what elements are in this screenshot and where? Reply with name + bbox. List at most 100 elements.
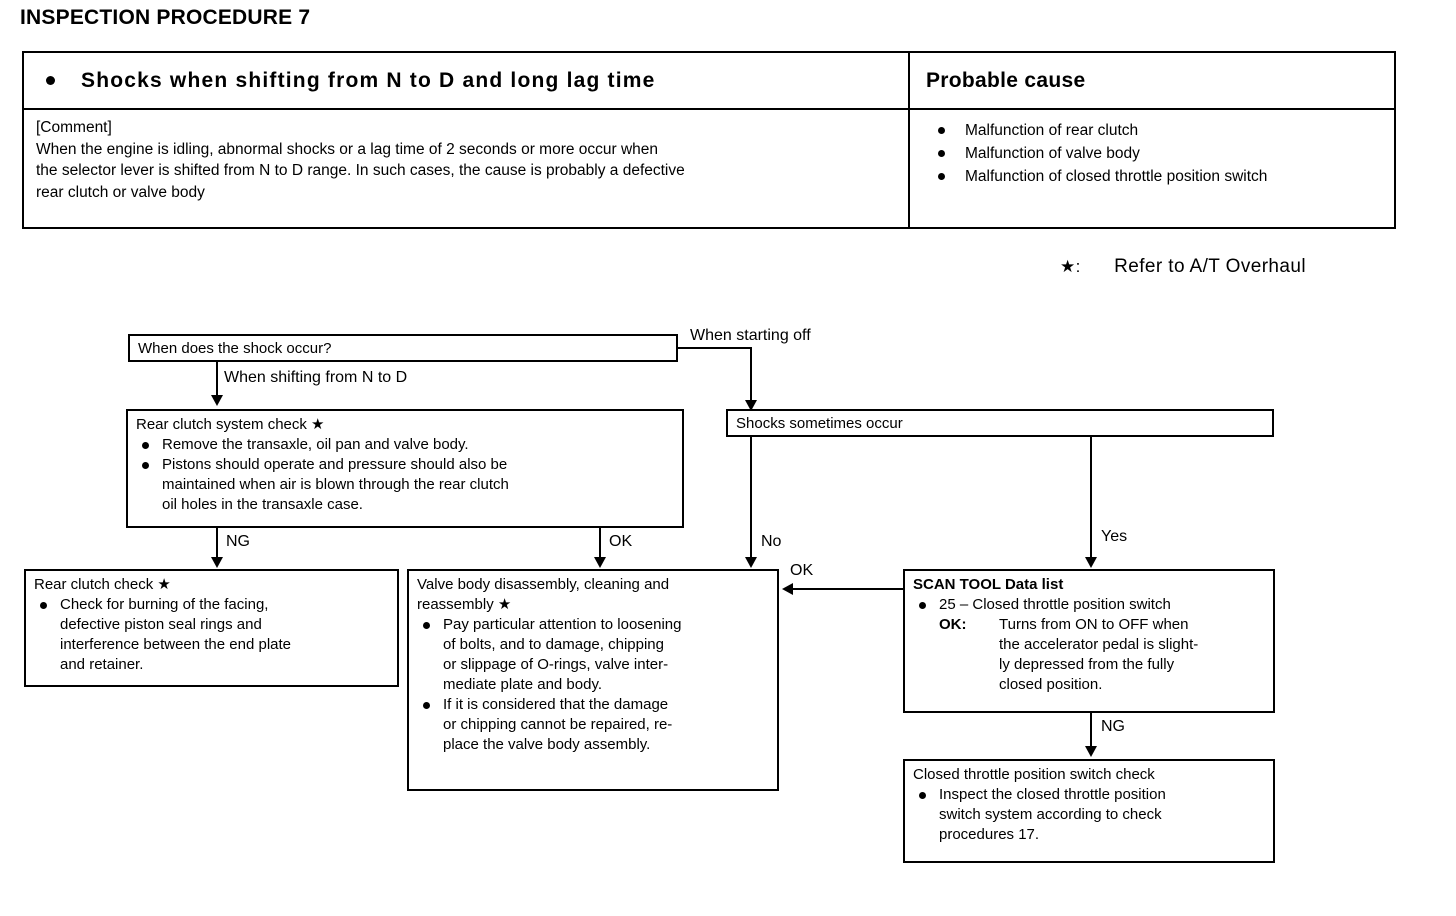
flow-item-line: Pay particular attention to loosening xyxy=(443,616,682,633)
connector-label-ok: OK xyxy=(609,533,633,550)
flow-item-line: maintained when air is blown through the… xyxy=(162,476,509,493)
bullet-icon xyxy=(423,702,430,709)
scan-tool-ok-line: Turns from ON to OFF when xyxy=(999,616,1189,633)
flow-item-block: Check for burning of the facing, defecti… xyxy=(60,595,391,675)
flow-item-block: Pay particular attention to loosening of… xyxy=(443,615,771,695)
arrowhead-left-icon xyxy=(782,583,793,595)
flow-list-item: Pay particular attention to loosening of… xyxy=(417,615,771,695)
connector-label-no: No xyxy=(761,533,782,550)
probable-cause-header-text: Probable cause xyxy=(926,68,1086,92)
flow-item-line: defective piston seal rings and xyxy=(60,616,262,633)
shocks-sometimes-text: Shocks sometimes occur xyxy=(736,415,903,432)
bullet-icon xyxy=(142,442,149,449)
flow-item-line: Pistons should operate and pressure shou… xyxy=(162,456,508,473)
arrowhead-down-icon xyxy=(211,557,223,568)
flow-item-line: If it is considered that the damage xyxy=(443,696,669,713)
symptom-header-text: Shocks when shifting from N to D and lon… xyxy=(81,68,656,92)
scan-tool-ok-line: ly depressed from the fully xyxy=(999,656,1175,673)
comment-line-1: When the engine is idling, abnormal shoc… xyxy=(36,140,659,158)
scan-tool-item-text: 25 – Closed throttle position switch xyxy=(939,596,1171,613)
comment-label: [Comment] xyxy=(36,119,112,136)
connector-ok-scan-to-valve-body xyxy=(793,588,903,590)
flow-list-item: Inspect the closed throttle position swi… xyxy=(913,785,1267,845)
bullet-icon xyxy=(423,622,430,629)
arrowhead-down-icon xyxy=(211,395,223,406)
flow-list-item: Check for burning of the facing, defecti… xyxy=(34,595,391,675)
closed-throttle-title: Closed throttle position switch check xyxy=(913,766,1155,783)
flow-item-line: switch system according to check xyxy=(939,806,1162,823)
symptom-cause-table: Shocks when shifting from N to D and lon… xyxy=(22,51,1396,229)
table-row-divider xyxy=(24,108,1394,110)
bullet-icon xyxy=(919,792,926,799)
bullet-icon xyxy=(142,462,149,469)
flow-list-item: If it is considered that the damage or c… xyxy=(417,695,771,755)
flow-item-line: Inspect the closed throttle position xyxy=(939,786,1166,803)
cause-list-item: Malfunction of rear clutch xyxy=(910,119,1394,142)
flow-item-line: of bolts, and to damage, chipping xyxy=(443,636,664,653)
cause-text: Malfunction of closed throttle position … xyxy=(965,168,1268,185)
cause-text: Malfunction of rear clutch xyxy=(965,122,1139,139)
scan-tool-ok-label: OK: xyxy=(939,616,967,633)
legend-text: Refer to A/T Overhaul xyxy=(1114,256,1306,277)
arrowhead-down-icon xyxy=(745,400,757,411)
flow-list-item: Pistons should operate and pressure shou… xyxy=(136,455,676,515)
flow-item-block: If it is considered that the damage or c… xyxy=(443,695,771,755)
scan-tool-ok-line: closed position. xyxy=(999,676,1103,693)
comment-line-2: the selector lever is shifted from N to … xyxy=(36,162,685,179)
connector-label-yes: Yes xyxy=(1101,528,1128,545)
flow-list-item: 25 – Closed throttle position switch xyxy=(913,595,1267,615)
bullet-icon xyxy=(46,76,55,85)
connector-ok-valve-body xyxy=(599,528,601,560)
rear-clutch-check-title: Rear clutch check ★ xyxy=(34,576,171,593)
flow-box-valve-body: Valve body disassembly, cleaning and rea… xyxy=(407,569,779,791)
connector-yes xyxy=(1090,437,1092,561)
arrowhead-down-icon xyxy=(594,557,606,568)
connector-label-ng-bottom: NG xyxy=(1101,718,1125,735)
probable-cause-cell: Malfunction of rear clutch Malfunction o… xyxy=(910,110,1394,227)
flow-item-line: Check for burning of the facing, xyxy=(60,596,269,613)
connector-label-ok-right: OK xyxy=(790,562,814,579)
flow-box-shocks-sometimes-occur: Shocks sometimes occur xyxy=(726,409,1274,437)
flow-item-block: Pistons should operate and pressure shou… xyxy=(162,455,676,515)
connector-no xyxy=(750,437,752,561)
flow-box-closed-throttle-check: Closed throttle position switch check In… xyxy=(903,759,1275,863)
arrowhead-down-icon xyxy=(745,557,757,568)
bullet-icon xyxy=(938,127,945,134)
star-icon: ★: xyxy=(1060,257,1081,276)
bullet-icon xyxy=(938,150,945,157)
flow-box-rear-clutch-check: Rear clutch check ★ Check for burning of… xyxy=(24,569,399,687)
connector-ng-bottom xyxy=(1090,713,1092,749)
flow-item-line: interference between the end plate xyxy=(60,636,291,653)
connector-label-starting-off: When starting off xyxy=(690,327,811,344)
connector-start-right-down xyxy=(750,347,752,403)
connector-label-shifting: When shifting from N to D xyxy=(224,369,408,386)
flow-item-line: place the valve body assembly. xyxy=(443,736,651,753)
connector-start-right xyxy=(676,347,752,349)
cause-list-item: Malfunction of valve body xyxy=(910,142,1394,165)
bullet-icon xyxy=(938,173,945,180)
connector-start-to-rear-clutch xyxy=(216,362,218,398)
scan-tool-title: SCAN TOOL Data list xyxy=(913,576,1064,593)
flow-box-rear-clutch-system-check: Rear clutch system check ★ Remove the tr… xyxy=(126,409,684,528)
flow-item-line: and retainer. xyxy=(60,656,144,673)
flow-item-line: oil holes in the transaxle case. xyxy=(162,496,363,513)
flow-item-line: or slippage of O-rings, valve inter- xyxy=(443,656,669,673)
bullet-icon xyxy=(40,602,47,609)
comment-cell: [Comment] When the engine is idling, abn… xyxy=(24,110,908,227)
connector-ng-left xyxy=(216,528,218,560)
bullet-icon xyxy=(919,602,926,609)
rear-clutch-system-title: Rear clutch system check ★ xyxy=(136,416,325,433)
flow-item-line: or chipping cannot be repaired, re- xyxy=(443,716,673,733)
flow-list-item: Remove the transaxle, oil pan and valve … xyxy=(136,435,676,455)
comment-line-3: rear clutch or valve body xyxy=(36,183,205,201)
arrowhead-down-icon xyxy=(1085,557,1097,568)
page-title: INSPECTION PROCEDURE 7 xyxy=(20,6,311,29)
flow-box-scan-tool: SCAN TOOL Data list 25 – Closed throttle… xyxy=(903,569,1275,713)
scan-tool-ok-line: the accelerator pedal is slight- xyxy=(999,636,1199,653)
arrowhead-down-icon xyxy=(1085,746,1097,757)
flow-start-text: When does the shock occur? xyxy=(138,340,332,357)
cause-list-item: Malfunction of closed throttle position … xyxy=(910,165,1394,188)
flow-item-text: Remove the transaxle, oil pan and valve … xyxy=(162,436,469,453)
flow-item-line: mediate plate and body. xyxy=(443,676,603,693)
cause-text: Malfunction of valve body xyxy=(965,145,1140,162)
